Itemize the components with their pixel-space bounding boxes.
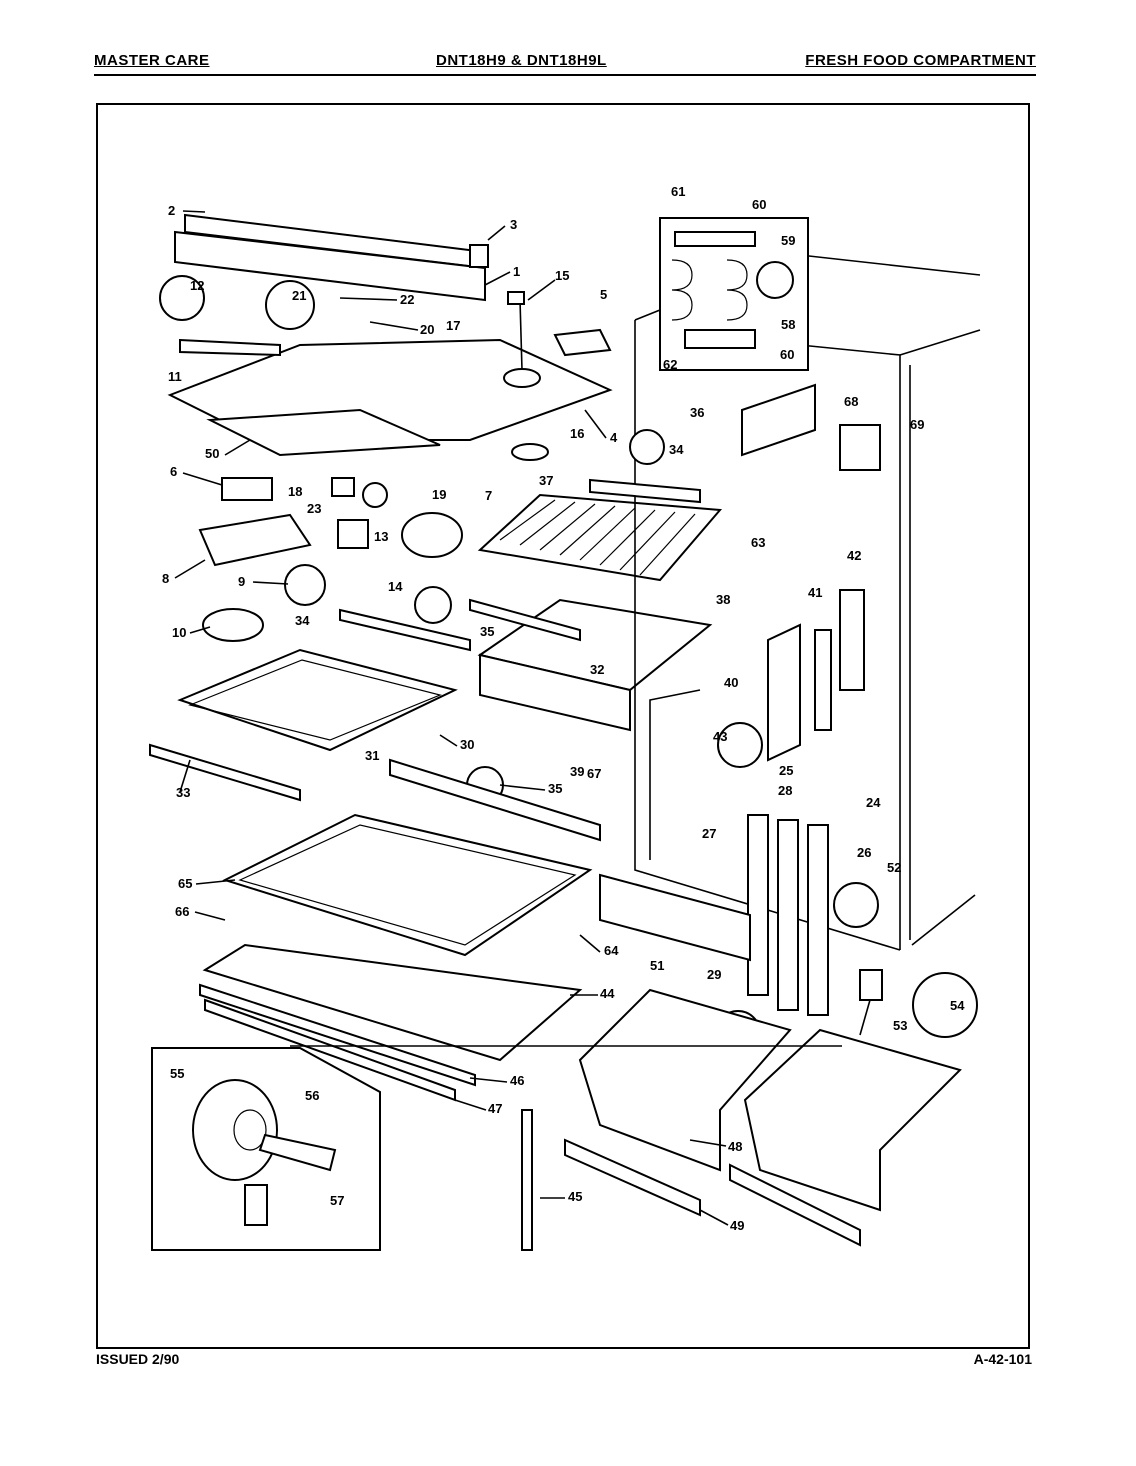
svg-text:20: 20 (420, 322, 434, 337)
svg-text:21: 21 (292, 288, 306, 303)
svg-text:63: 63 (751, 535, 765, 550)
grille-51 (599, 873, 751, 962)
svg-text:61: 61 (671, 184, 685, 199)
svg-text:34: 34 (669, 442, 684, 457)
svg-text:1: 1 (513, 264, 520, 279)
svg-text:26: 26 (857, 845, 871, 860)
svg-text:4: 4 (610, 430, 618, 445)
svg-text:36: 36 (690, 405, 704, 420)
svg-text:62: 62 (663, 357, 677, 372)
svg-text:57: 57 (330, 1193, 344, 1208)
svg-text:13: 13 (374, 529, 388, 544)
svg-text:43: 43 (713, 729, 727, 744)
svg-text:5: 5 (600, 287, 607, 302)
svg-text:10: 10 (172, 625, 186, 640)
svg-text:11: 11 (168, 369, 182, 384)
liner-top-panel (167, 338, 613, 457)
svg-text:64: 64 (604, 943, 619, 958)
bracket-68 (741, 383, 816, 457)
svg-text:9: 9 (238, 574, 245, 589)
light-cover-assembly (174, 213, 489, 302)
svg-text:46: 46 (510, 1073, 524, 1088)
part-5-shape (553, 328, 612, 357)
svg-text:30: 30 (460, 737, 474, 752)
header-brand: MASTER CARE (94, 52, 210, 69)
svg-text:19: 19 (432, 487, 446, 502)
svg-text:31: 31 (365, 748, 379, 763)
svg-text:54: 54 (950, 998, 965, 1013)
svg-text:45: 45 (568, 1189, 582, 1204)
svg-text:35: 35 (548, 781, 562, 796)
glass-shelf-upper (177, 648, 458, 752)
svg-text:39: 39 (570, 764, 584, 779)
control-box (198, 513, 312, 567)
svg-text:49: 49 (730, 1218, 744, 1233)
svg-text:29: 29 (707, 967, 721, 982)
svg-text:48: 48 (728, 1139, 742, 1154)
svg-text:51: 51 (650, 958, 664, 973)
svg-text:32: 32 (590, 662, 604, 677)
shelf-37 (477, 493, 723, 582)
svg-text:8: 8 (162, 571, 169, 586)
svg-text:35: 35 (480, 624, 494, 639)
svg-text:47: 47 (488, 1101, 502, 1116)
svg-text:33: 33 (176, 785, 190, 800)
svg-text:42: 42 (847, 548, 861, 563)
svg-text:60: 60 (780, 347, 794, 362)
svg-text:59: 59 (781, 233, 795, 248)
svg-text:23: 23 (307, 501, 321, 516)
svg-text:6: 6 (170, 464, 177, 479)
svg-text:2: 2 (168, 203, 175, 218)
footer-issued: ISSUED 2/90 (96, 1351, 180, 1367)
header-section: FRESH FOOD COMPARTMENT (805, 52, 1036, 69)
svg-text:25: 25 (779, 763, 793, 778)
svg-text:68: 68 (844, 394, 858, 409)
header-rule (94, 74, 1036, 76)
crisper-bin-right (743, 1028, 962, 1212)
svg-text:12: 12 (190, 278, 204, 293)
glass-shelf-lower (222, 813, 593, 957)
svg-text:24: 24 (866, 795, 881, 810)
crisper-bin-left (578, 988, 792, 1172)
svg-text:58: 58 (781, 317, 795, 332)
diagram-frame (96, 103, 1030, 1349)
part-11-shape (179, 338, 281, 357)
svg-text:55: 55 (170, 1066, 184, 1081)
detail-circle-21 (265, 280, 315, 330)
bracket-40 (767, 623, 801, 762)
svg-text:18: 18 (288, 484, 302, 499)
svg-text:40: 40 (724, 675, 738, 690)
svg-text:14: 14 (388, 579, 403, 594)
svg-text:67: 67 (587, 766, 601, 781)
svg-text:69: 69 (910, 417, 924, 432)
svg-text:22: 22 (400, 292, 414, 307)
svg-text:65: 65 (178, 876, 192, 891)
svg-text:37: 37 (539, 473, 553, 488)
svg-text:41: 41 (808, 585, 822, 600)
svg-text:52: 52 (887, 860, 901, 875)
header-model: DNT18H9 & DNT18H9L (436, 52, 607, 69)
detail-circle-12 (159, 275, 205, 321)
footer-code: A-42-101 (973, 1351, 1032, 1367)
svg-text:60: 60 (752, 197, 766, 212)
svg-text:7: 7 (485, 488, 492, 503)
svg-text:56: 56 (305, 1088, 319, 1103)
shelf-44 (202, 943, 583, 1062)
svg-text:16: 16 (570, 426, 584, 441)
svg-text:50: 50 (205, 446, 219, 461)
svg-text:27: 27 (702, 826, 716, 841)
svg-text:15: 15 (555, 268, 569, 283)
svg-text:38: 38 (716, 592, 730, 607)
svg-text:53: 53 (893, 1018, 907, 1033)
svg-text:66: 66 (175, 904, 189, 919)
svg-text:34: 34 (295, 613, 310, 628)
svg-text:3: 3 (510, 217, 517, 232)
svg-text:44: 44 (600, 986, 615, 1001)
svg-text:17: 17 (446, 318, 460, 333)
svg-text:28: 28 (778, 783, 792, 798)
